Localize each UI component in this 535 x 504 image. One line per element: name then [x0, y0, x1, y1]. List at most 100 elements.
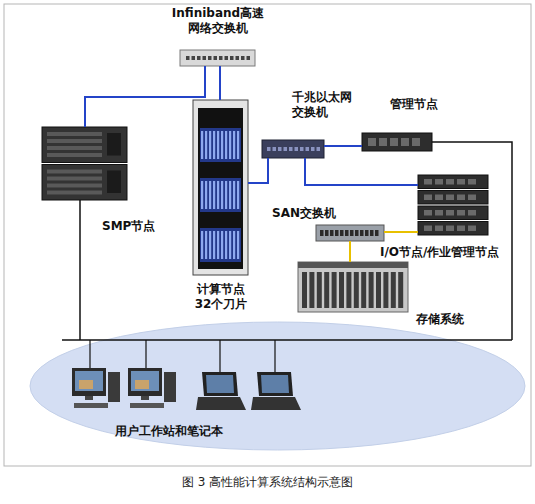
blade [237, 231, 239, 259]
switch-port [219, 56, 223, 60]
drive-bay [457, 226, 465, 232]
drive-bay [457, 195, 465, 201]
blade [209, 231, 211, 259]
desktop-computer [128, 368, 176, 408]
switch-port [225, 56, 229, 60]
chassis-panel [47, 170, 102, 174]
drive-bay [446, 226, 454, 232]
blade [237, 181, 239, 209]
switch-port [289, 147, 293, 151]
switch-port [186, 56, 190, 60]
drive-bay [446, 195, 454, 201]
server-stack: I/O节点/作业管理节点 [418, 175, 488, 237]
node-outline [262, 140, 324, 158]
keyboard [130, 403, 164, 408]
pc-tower [164, 372, 176, 402]
drive-bay [468, 195, 476, 201]
blade [205, 131, 207, 159]
laptop-computer [196, 372, 246, 410]
lan-drop [145, 340, 146, 368]
san-switch: SAN交换机 [316, 225, 384, 241]
disk-slot [361, 272, 366, 308]
rack-interior [198, 108, 243, 269]
laptop-lid [202, 372, 238, 396]
drive-bay [446, 210, 454, 216]
switch-port [241, 56, 245, 60]
node-outline [418, 175, 488, 237]
switch-port [203, 56, 207, 60]
switch-port [360, 230, 364, 236]
drive-bay [412, 138, 420, 146]
node-label: SAN交换机 [272, 206, 352, 221]
drive-bay [424, 226, 432, 232]
switch-port [192, 56, 196, 60]
drive-bay [379, 138, 387, 146]
blade [213, 231, 215, 259]
switch-port [335, 230, 339, 236]
node-label: 用户工作站和笔记本 [115, 424, 245, 439]
screen [131, 371, 159, 391]
blade [217, 131, 219, 159]
blade [205, 231, 207, 259]
drive-bay [401, 138, 409, 146]
lan-stub [79, 322, 81, 340]
drive-bay [390, 138, 398, 146]
server-body [418, 191, 488, 205]
network-ellipse [30, 322, 525, 450]
blade [221, 131, 223, 159]
server-chassis [42, 127, 127, 163]
blade [213, 181, 215, 209]
switch-port [278, 147, 282, 151]
laptop-base [251, 397, 301, 410]
switch-port [350, 230, 354, 236]
blade [221, 231, 223, 259]
blade [221, 181, 223, 209]
drive-bay [424, 179, 432, 185]
chassis-panel [47, 177, 102, 181]
disk-slot [317, 272, 322, 308]
drive-bay [468, 210, 476, 216]
chassis-panel [47, 139, 102, 143]
blade [229, 181, 231, 209]
node-outline [180, 50, 255, 66]
switch-port [325, 230, 329, 236]
blade-chassis [200, 128, 241, 162]
blade [213, 131, 215, 159]
node-label: 千兆以太网 交换机 [292, 90, 358, 120]
network-link [324, 145, 362, 147]
switch-port [273, 147, 277, 151]
node-label: SMP节点 [102, 219, 172, 234]
switch-port [267, 147, 271, 151]
disk-slot [369, 272, 374, 308]
disk-slot [398, 272, 403, 308]
drive-bay [457, 210, 465, 216]
chassis-panel [47, 153, 102, 157]
node-outline [30, 322, 525, 450]
switch-port [236, 56, 240, 60]
blade [217, 231, 219, 259]
chassis-panel [47, 191, 102, 195]
network-link [305, 158, 418, 185]
drive-bay [435, 179, 443, 185]
lan-backbone [62, 339, 512, 341]
switch-port [208, 56, 212, 60]
blade [229, 131, 231, 159]
disk-slot [354, 272, 359, 308]
lan-drop [274, 340, 275, 372]
blade [209, 181, 211, 209]
disk-slot [391, 272, 396, 308]
screen-image [79, 380, 93, 389]
switch-port [300, 147, 304, 151]
disk-slot [376, 272, 381, 308]
network-switch: 千兆以太网 交换机 [262, 140, 324, 158]
switch-port [295, 147, 299, 151]
disk-slot [324, 272, 329, 308]
blade [237, 131, 239, 159]
laptop-base [196, 397, 246, 410]
switch-port [306, 147, 310, 151]
chassis-badge [107, 171, 121, 194]
network-link [432, 142, 512, 322]
switch-port [317, 147, 321, 151]
chassis-badge [107, 133, 121, 156]
